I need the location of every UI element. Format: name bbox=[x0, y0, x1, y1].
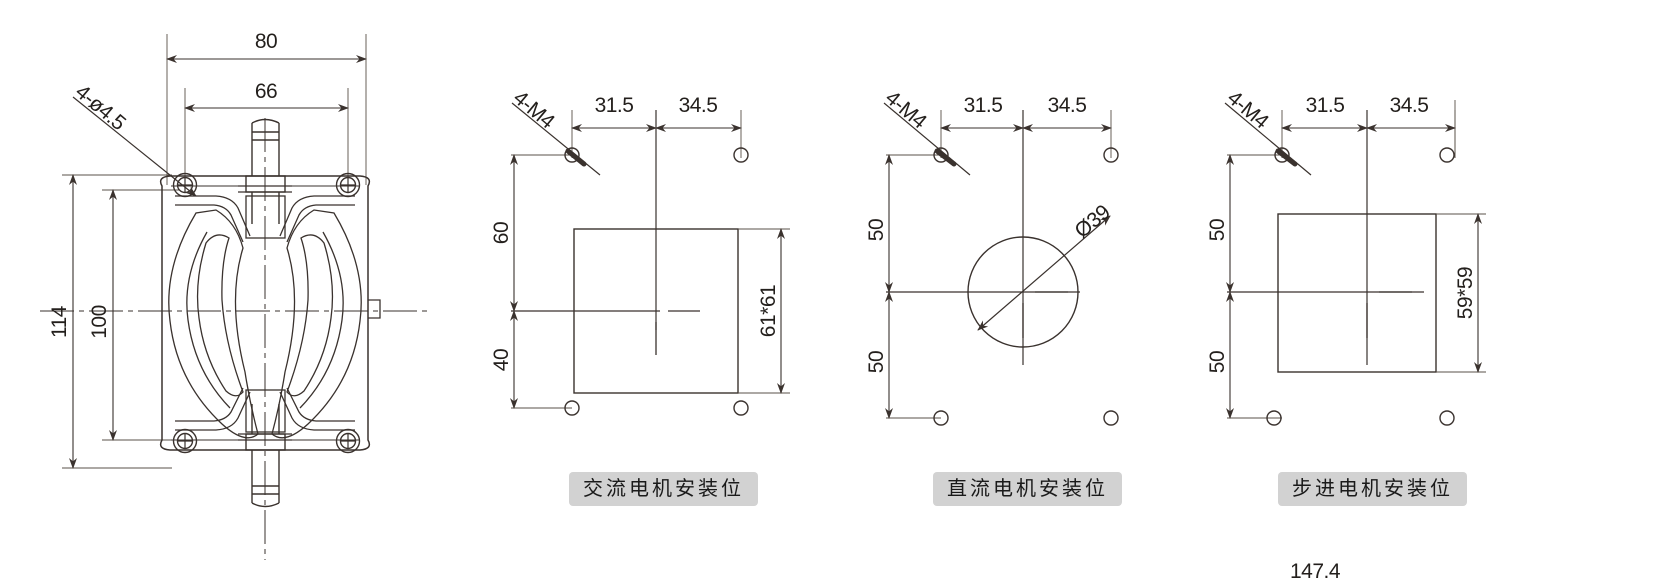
dim-text-50-upper: 50 bbox=[1206, 219, 1229, 241]
dim-text-50-upper: 50 bbox=[865, 219, 888, 241]
ac-mount-square bbox=[573, 228, 739, 394]
top-port-fitting bbox=[245, 118, 286, 224]
hole-callout-text: 4-ø4.5 bbox=[71, 80, 130, 135]
dim-text-34p5: 34.5 bbox=[679, 94, 718, 117]
thread-callout-text: 4-M4 bbox=[881, 86, 932, 134]
dim-80 bbox=[166, 34, 367, 185]
label-stepper-motor-mounting: 步进电机安装位 bbox=[1278, 472, 1467, 506]
thread-callout-text: 4-M4 bbox=[1223, 86, 1274, 134]
dim-text-59x59: 59*59 bbox=[1454, 267, 1477, 319]
thread-callout-leader bbox=[1224, 102, 1312, 176]
thread-callout-text: 4-M4 bbox=[509, 86, 560, 134]
label-dc-motor-mounting: 直流电机安装位 bbox=[933, 472, 1122, 506]
dim-text-31p5: 31.5 bbox=[964, 94, 1003, 117]
dim-text-31p5: 31.5 bbox=[1306, 94, 1345, 117]
dc-motor-mounting-view bbox=[883, 102, 1119, 426]
corner-note-text: 147.4 bbox=[1290, 560, 1341, 582]
dim-61x61 bbox=[738, 228, 790, 394]
dim-text-60: 60 bbox=[490, 222, 513, 244]
dim-text-66: 66 bbox=[255, 80, 277, 103]
thread-holes bbox=[564, 147, 749, 416]
dim-114 bbox=[62, 174, 172, 469]
dim-text-34p5: 34.5 bbox=[1390, 94, 1429, 117]
ac-motor-mounting-view bbox=[510, 102, 790, 416]
dim-text-61x61: 61*61 bbox=[757, 285, 780, 337]
pump-front-view bbox=[40, 34, 430, 560]
dim-text-100: 100 bbox=[88, 305, 111, 339]
label-ac-motor-mounting: 交流电机安装位 bbox=[569, 472, 758, 506]
bore-diameter-leader bbox=[977, 215, 1111, 331]
dim-text-50-lower: 50 bbox=[865, 351, 888, 373]
thread-callout-leader bbox=[511, 102, 601, 176]
dim-text-34p5: 34.5 bbox=[1048, 94, 1087, 117]
dim-text-80: 80 bbox=[255, 30, 277, 53]
dim-text-bore-diameter: Ø39 bbox=[1070, 201, 1114, 243]
dim-100 bbox=[102, 189, 180, 441]
rotor-assembly bbox=[168, 185, 381, 441]
dim-text-40: 40 bbox=[490, 349, 513, 371]
thread-holes bbox=[933, 147, 1119, 426]
thread-callout-leader bbox=[883, 102, 971, 176]
dim-text-50-lower: 50 bbox=[1206, 351, 1229, 373]
dim-text-114: 114 bbox=[48, 305, 71, 338]
stepper-motor-mounting-view bbox=[1224, 100, 1486, 426]
dim-text-31p5: 31.5 bbox=[595, 94, 634, 117]
stepper-mount-square bbox=[1277, 213, 1437, 373]
thread-holes bbox=[1266, 147, 1455, 426]
dim-66 bbox=[184, 88, 349, 190]
dim-59x59 bbox=[1436, 213, 1486, 373]
